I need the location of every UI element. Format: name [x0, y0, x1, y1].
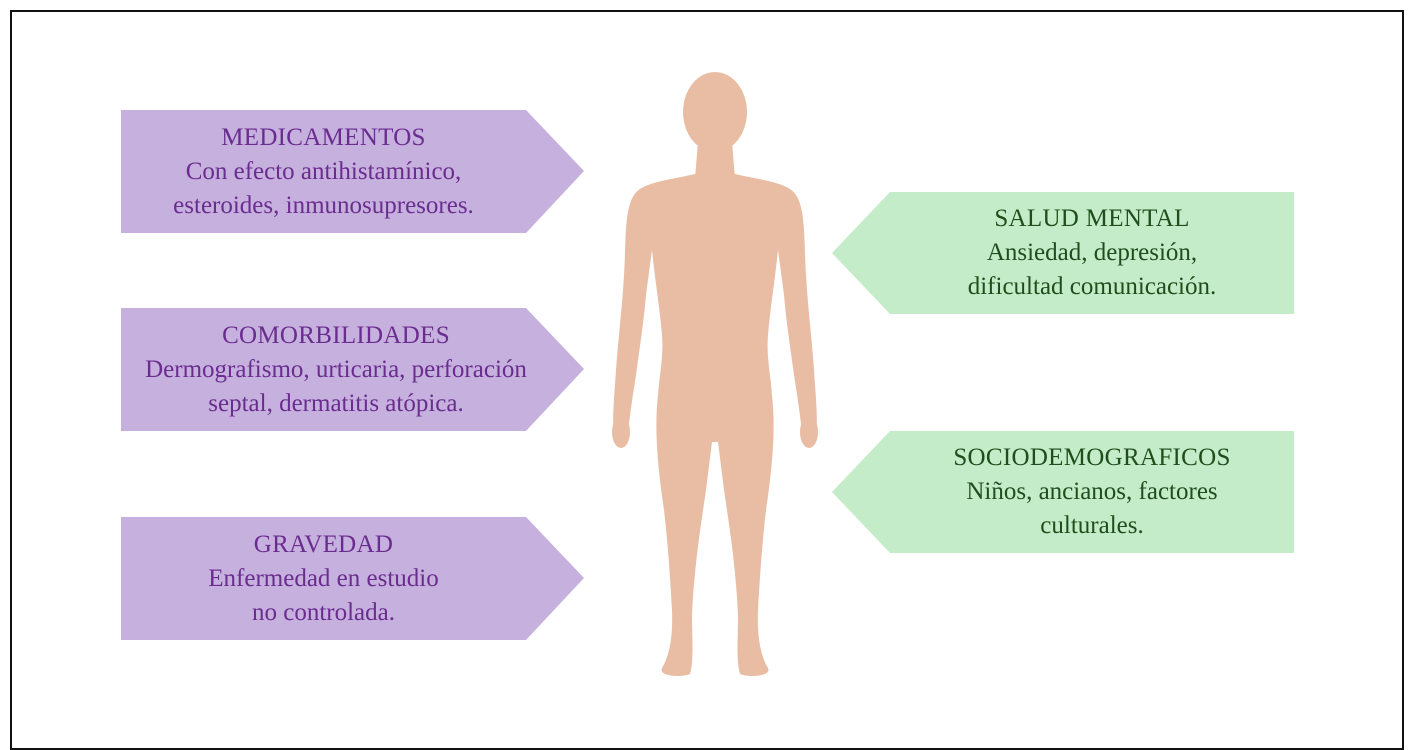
factor-title: GRAVEDAD — [254, 528, 393, 562]
factor-line: no controlada. — [252, 596, 395, 630]
factor-line: culturales. — [1040, 509, 1143, 543]
factor-salud-mental: SALUD MENTAL Ansiedad, depresión, dificu… — [832, 192, 1294, 314]
human-body-icon — [600, 70, 830, 680]
factor-line: Con efecto antihistamínico, — [186, 155, 462, 189]
factor-line: dificultad comunicación. — [968, 270, 1217, 304]
factor-sociodemograficos: SOCIODEMOGRAFICOS Niños, ancianos, facto… — [832, 431, 1294, 553]
factor-comorbilidades: COMORBILIDADES Dermografismo, urticaria,… — [121, 308, 584, 431]
factor-line: esteroides, inmunosupresores. — [173, 189, 474, 223]
factor-gravedad: GRAVEDAD Enfermedad en estudio no contro… — [121, 517, 584, 640]
factor-line: Enfermedad en estudio — [208, 562, 438, 596]
factor-line: Dermografismo, urticaria, perforación — [145, 353, 527, 387]
factor-line: septal, dermatitis atópica. — [208, 387, 463, 421]
factor-title: SALUD MENTAL — [994, 202, 1189, 236]
factor-title: COMORBILIDADES — [222, 319, 450, 353]
factor-title: SOCIODEMOGRAFICOS — [953, 441, 1230, 475]
factor-line: Ansiedad, depresión, — [987, 236, 1197, 270]
factor-line: Niños, ancianos, factores — [966, 475, 1217, 509]
factor-medicamentos: MEDICAMENTOS Con efecto antihistamínico,… — [121, 110, 584, 233]
factor-title: MEDICAMENTOS — [221, 121, 426, 155]
